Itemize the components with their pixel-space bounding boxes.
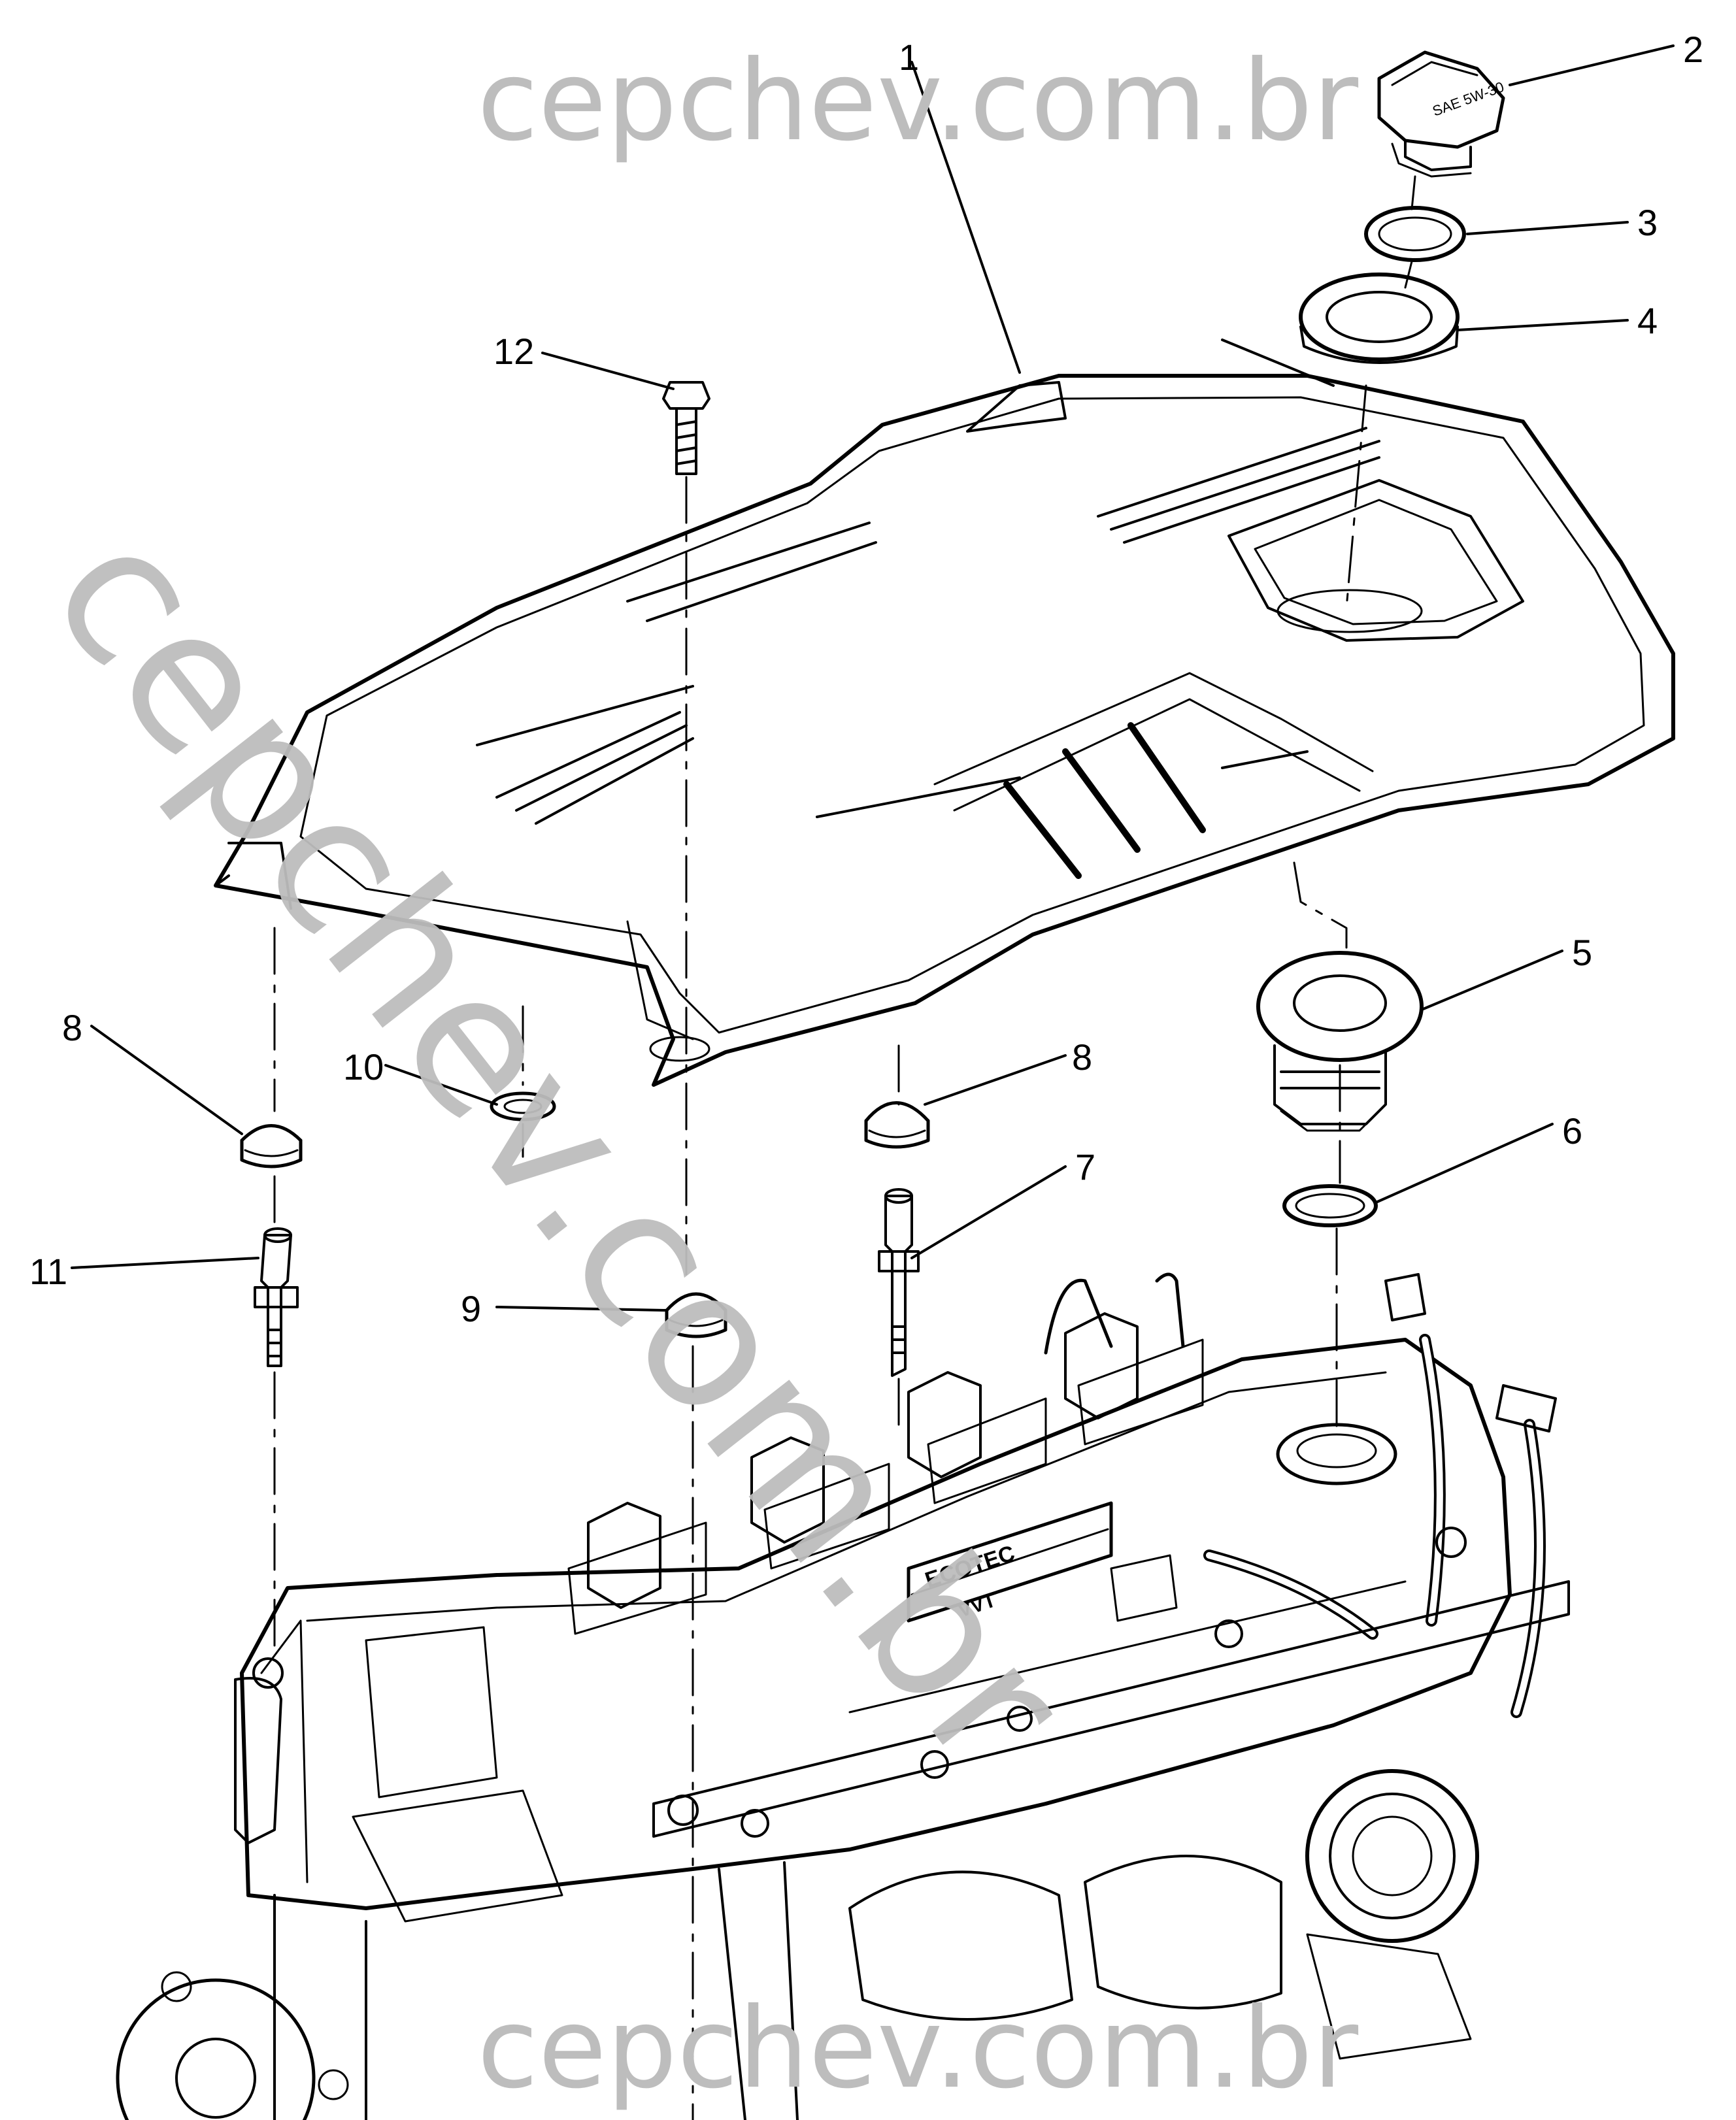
cover-bolt: [662, 381, 710, 475]
ignition-coils: [567, 1312, 1204, 1635]
callout-6: 6: [1562, 1110, 1583, 1151]
cover-grommet-left: [240, 1124, 303, 1168]
oil-fill-seal: [1299, 273, 1460, 364]
alignment-lines: [273, 175, 1416, 2120]
engine-assembly: [116, 1272, 1570, 2120]
oil-fill-tube-adapter: [1256, 951, 1424, 1132]
callout-8-right: 8: [1072, 1036, 1093, 1078]
throttle-body: [1305, 1769, 1479, 2060]
callout-4: 4: [1637, 300, 1658, 341]
callout-7: 7: [1075, 1146, 1096, 1187]
cover-stud-left: [254, 1227, 299, 1367]
watermark-bottom: cepchev.com.br: [477, 1984, 1359, 2113]
cover-stud: [878, 1188, 920, 1377]
callout-12: 12: [493, 331, 535, 372]
oil-fill-cap: [1377, 50, 1505, 178]
callout-11: 11: [29, 1251, 68, 1292]
callout-3: 3: [1637, 202, 1658, 243]
cover-grommet-right: [864, 1101, 930, 1149]
leader-lines: [71, 44, 1675, 1312]
callout-1: 1: [899, 37, 920, 78]
oil-cap-text: SAE 5W-30: [1430, 78, 1506, 120]
oil-cap-o-ring: [1364, 206, 1466, 262]
callout-5: 5: [1572, 932, 1593, 973]
callout-8-left: 8: [62, 1007, 83, 1048]
callout-9: 9: [461, 1288, 482, 1329]
watermark-top: cepchev.com.br: [477, 37, 1359, 166]
callout-2: 2: [1683, 29, 1704, 70]
cover-washer: [490, 1091, 556, 1121]
engine-cover: [214, 339, 1675, 1087]
cover-grommet-center: [665, 1292, 727, 1338]
callout-10: 10: [343, 1046, 384, 1087]
ecotec-vvt-badge: [907, 1501, 1113, 1623]
oil-fill-tube-o-ring: [1282, 1184, 1378, 1227]
